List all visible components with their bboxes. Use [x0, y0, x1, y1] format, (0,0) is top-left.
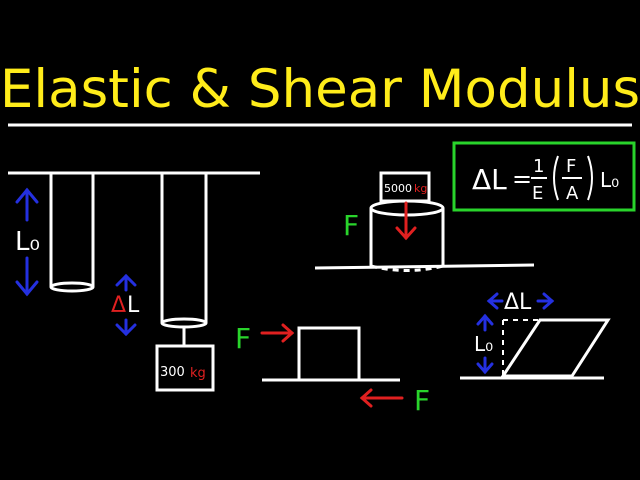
formula-equals: = [512, 165, 532, 193]
cylinder-ground-line [314, 263, 535, 270]
short-rod [49, 173, 95, 293]
mass-5000-unit: kg [414, 182, 427, 195]
left-force-arrow-icon [359, 388, 404, 408]
sheared-parallelogram [500, 318, 611, 378]
l0-label-left: L₀ [15, 227, 40, 257]
right-force-arrow-icon [260, 323, 295, 343]
force-label-cylinder: F [343, 209, 359, 242]
title: Elastic & Shear Modulus [0, 59, 640, 120]
delta-l-letter-mid: L [127, 293, 140, 318]
length-arrow-icon [15, 187, 39, 297]
long-rod [160, 173, 208, 346]
mass-300-unit: kg [190, 366, 206, 381]
force-label-block-right: F [414, 384, 430, 417]
delta-l-symbol-mid: Δ [111, 293, 126, 318]
shear-block [297, 326, 361, 382]
l0-label-shear: L₀ [474, 332, 493, 356]
delta-l-label-shear: ΔL [504, 290, 532, 315]
formula-box [452, 141, 636, 212]
down-force-arrow-icon [395, 201, 417, 241]
formula-delta-l: ΔL [472, 163, 507, 196]
weight-box-5000 [379, 171, 431, 203]
delta-length-arrow-icon [115, 273, 137, 337]
mass-5000-value: 5000 [384, 182, 412, 195]
mass-300-value: 300 [160, 365, 185, 380]
shear-displacement-arrow-icon [486, 292, 555, 310]
formula-a: A [566, 183, 579, 204]
formula-one: 1 [533, 156, 544, 177]
force-label-block-left: F [235, 322, 251, 355]
formula-e: E [532, 183, 543, 204]
weight-box-300 [155, 344, 215, 392]
formula-l0: L₀ [600, 168, 619, 192]
shear-height-arrow-icon [476, 313, 494, 375]
formula-f: F [566, 156, 576, 177]
formula: ΔL = 1 E F A L₀ [472, 155, 619, 204]
